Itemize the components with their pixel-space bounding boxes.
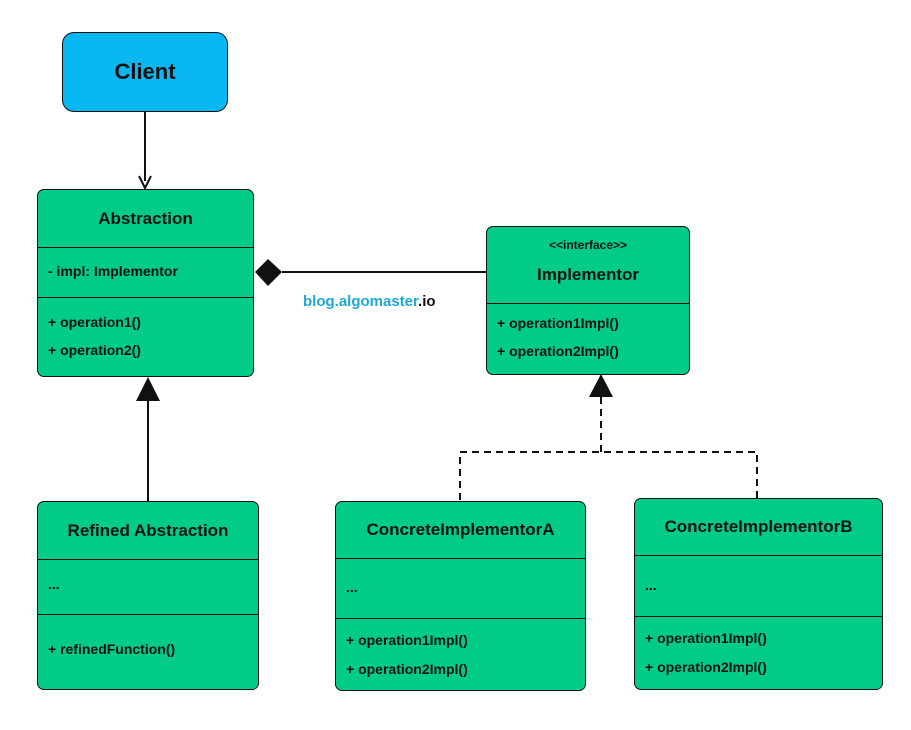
implementor-methods: + operation1Impl() + operation2Impl() [487, 303, 689, 374]
concrete-implementor-a-method: + operation2Impl() [346, 661, 468, 677]
abstraction-method: + operation1() [48, 314, 141, 330]
implementor-title: Implementor [536, 265, 640, 284]
concrete-implementor-a-attributes: ... [336, 558, 585, 618]
implementor-stereotype: <<interface>> [548, 238, 628, 252]
composition-diamond [255, 259, 282, 286]
abstraction-methods: + operation1() + operation2() [38, 297, 253, 376]
refined-abstraction-methods: + refinedFunction() [38, 614, 258, 689]
concrete-implementor-b-attribute: ... [645, 577, 657, 593]
concrete-implementor-b-method: + operation2Impl() [645, 659, 767, 675]
abstraction-attribute: - impl: Implementor [48, 263, 178, 279]
realization-lines [459, 397, 758, 500]
refined-abstraction-title: Refined Abstraction [67, 520, 229, 540]
refined-abstraction-method: + refinedFunction() [48, 641, 176, 657]
refined-abstraction-attribute: ... [48, 576, 60, 592]
concrete-implementor-a-title: ConcreteImplementorA [366, 520, 555, 539]
implementor-method: + operation2Impl() [497, 343, 619, 359]
refined-abstraction-attributes: ... [38, 559, 258, 614]
refined-inheritance-arrowhead [136, 377, 160, 401]
concrete-implementor-a-class: ConcreteImplementorA ... + operation1Imp… [335, 501, 586, 691]
watermark-tld: .io [418, 293, 436, 310]
abstraction-class: Abstraction - impl: Implementor + operat… [37, 189, 254, 377]
concrete-implementor-a-attribute: ... [346, 579, 358, 595]
concrete-implementor-a-method: + operation1Impl() [346, 632, 468, 648]
concrete-implementor-a-methods: + operation1Impl() + operation2Impl() [336, 618, 585, 690]
concrete-implementor-b-attributes: ... [635, 555, 882, 616]
implementor-method: + operation1Impl() [497, 315, 619, 331]
abstraction-method: + operation2() [48, 342, 141, 358]
client-abstraction-arrowhead [138, 175, 152, 191]
implementor-header: <<interface>> Implementor [487, 227, 689, 303]
implementor-interface: <<interface>> Implementor + operation1Im… [486, 226, 690, 375]
watermark: blog.algomaster.io [303, 293, 436, 310]
watermark-domain: blog.algomaster [303, 293, 419, 310]
abstraction-title: Abstraction [98, 208, 193, 228]
concrete-implementor-b-methods: + operation1Impl() + operation2Impl() [635, 616, 882, 689]
concrete-implementor-b-method: + operation1Impl() [645, 630, 767, 646]
realization-arrowhead [589, 374, 613, 397]
refined-abstraction-class: Refined Abstraction ... + refinedFunctio… [37, 501, 259, 690]
client-node: Client [62, 32, 228, 112]
abstraction-attributes: - impl: Implementor [38, 247, 253, 297]
concrete-implementor-b-title: ConcreteImplementorB [664, 517, 853, 536]
concrete-implementor-b-class: ConcreteImplementorB ... + operation1Imp… [634, 498, 883, 690]
